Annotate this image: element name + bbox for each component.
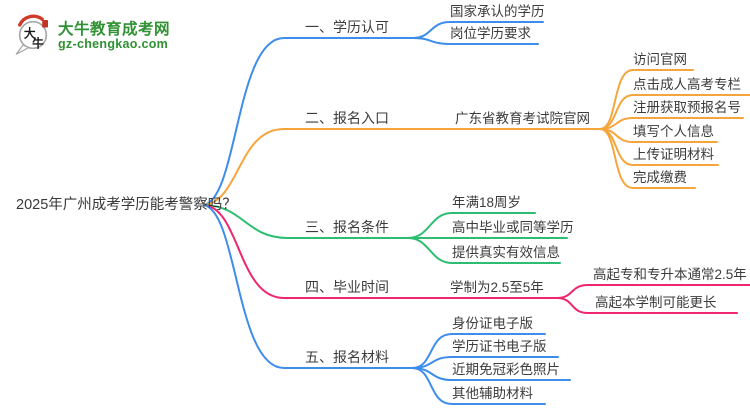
branch-4-connector xyxy=(203,204,558,299)
branch-2-connector xyxy=(203,128,601,206)
logo-brand-text[interactable]: 大牛教育成考网 xyxy=(58,21,171,38)
branch-5-child-3: 近期免冠彩色照片 xyxy=(452,362,560,377)
branch-2-step-6: 完成缴费 xyxy=(633,170,687,185)
branch-2-step-4: 填写个人信息 xyxy=(633,124,714,139)
logo-bubble-char1: 大 xyxy=(24,27,36,41)
branch-2-step-5: 上传证明材料 xyxy=(633,147,714,162)
logo-bubble-char2: 牛 xyxy=(32,37,44,51)
branch-1-child-2-connector xyxy=(412,37,539,45)
branch-3-label: 三、报名条件 xyxy=(305,219,389,235)
branch-4-detail-2-connector xyxy=(556,297,738,314)
branch-2-step-6-connector xyxy=(599,128,696,189)
logo-domain-text[interactable]: gz-chengkao.com xyxy=(58,37,169,51)
branch-3-child-3-connector xyxy=(407,237,561,264)
branch-1-connector xyxy=(203,37,414,206)
branch-1-child-1: 国家承认的学历 xyxy=(450,4,545,19)
branch-2-portal: 广东省教育考试院官网 xyxy=(455,111,590,126)
site-logo[interactable]: 大 牛 大牛教育成考网 gz-chengkao.com xyxy=(6,6,216,64)
branch-1-child-2: 岗位学历要求 xyxy=(450,26,531,41)
branch-5-child-2: 学历证书电子版 xyxy=(452,339,547,354)
logo-bubble-icon: 大 牛 xyxy=(15,14,48,55)
branch-4-duration: 学制为2.5至5年 xyxy=(450,280,544,295)
branch-3-child-1: 年满18周岁 xyxy=(452,195,522,210)
branch-3-connector xyxy=(203,204,409,239)
branch-5-child-1: 身份证电子版 xyxy=(452,316,533,331)
root-topic: 2025年广州成考学历能考警察吗？ xyxy=(16,197,237,213)
branch-4-detail-1: 高起专和专升本通常2.5年 xyxy=(593,267,747,282)
branch-5-child-4-connector xyxy=(411,367,546,405)
branch-2-step-1: 访问官网 xyxy=(633,52,687,67)
branch-3-child-3: 提供真实有效信息 xyxy=(452,245,560,260)
branch-3-child-2: 高中毕业或同等学历 xyxy=(452,220,574,235)
branch-1-label: 一、学历认可 xyxy=(305,19,389,35)
branch-2-step-1-connector xyxy=(599,69,694,130)
branch-5-label: 五、报名材料 xyxy=(305,349,389,365)
branch-4-label: 四、毕业时间 xyxy=(305,279,389,295)
branch-2-label: 二、报名入口 xyxy=(305,110,389,126)
branch-4-detail-2: 高起本学制可能更长 xyxy=(595,295,717,310)
branch-2-step-3: 注册获取预报名号 xyxy=(633,100,741,115)
branch-5-child-4: 其他辅助材料 xyxy=(452,386,533,401)
branch-5-connector xyxy=(203,204,413,369)
branch-2-step-2: 点击成人高考专栏 xyxy=(633,77,741,92)
